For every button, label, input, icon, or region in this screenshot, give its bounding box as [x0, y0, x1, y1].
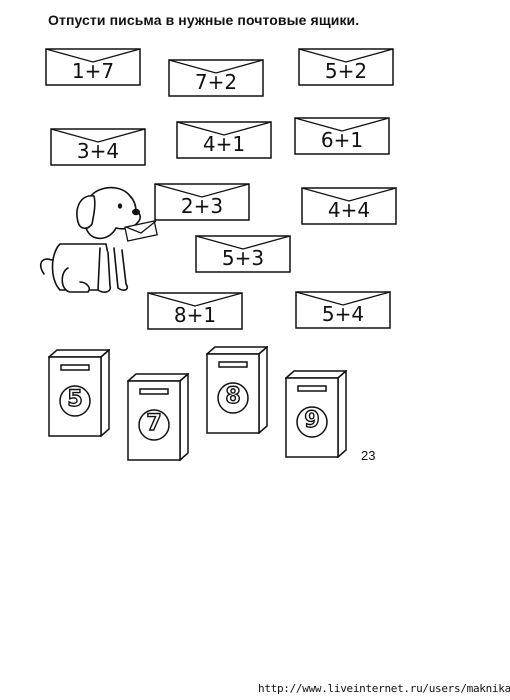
envelope-expression: 5+2 — [324, 59, 368, 83]
envelope-expression: 6+1 — [320, 128, 364, 152]
dog-icon — [39, 186, 158, 293]
envelope-expression: 1+7 — [71, 59, 115, 83]
envelope-expression: 7+2 — [194, 70, 238, 94]
envelope-6[interactable]: 6+1 — [294, 117, 390, 155]
envelope-5[interactable]: 4+1 — [176, 121, 272, 159]
envelope-icon — [50, 128, 146, 166]
envelope-10[interactable]: 8+1 — [147, 292, 243, 330]
mailbox-number: 7 — [146, 410, 163, 436]
envelope-icon — [195, 235, 291, 273]
mailbox-7[interactable]: 7 — [127, 373, 189, 461]
mailbox-icon — [285, 370, 347, 458]
envelope-2[interactable]: 7+2 — [168, 59, 264, 97]
mailbox-8[interactable]: 8 — [206, 346, 268, 434]
mailbox-number: 8 — [225, 383, 242, 409]
envelope-expression: 2+3 — [180, 194, 224, 218]
envelope-icon — [294, 117, 390, 155]
mailbox-icon — [48, 349, 110, 437]
dog-illustration — [30, 182, 160, 307]
envelope-icon — [301, 187, 397, 225]
envelope-3[interactable]: 5+2 — [298, 48, 394, 86]
mailbox-number: 9 — [304, 407, 321, 433]
mailbox-icon — [206, 346, 268, 434]
mailbox-icon — [127, 373, 189, 461]
envelope-icon — [147, 292, 243, 330]
instruction-title: Отпусти письма в нужные почтовые ящики. — [48, 12, 360, 28]
footer-url[interactable]: http://www.liveinternet.ru/users/maknika… — [258, 682, 510, 695]
envelope-1[interactable]: 1+7 — [45, 48, 141, 86]
mailbox-5[interactable]: 5 — [48, 349, 110, 437]
envelope-icon — [45, 48, 141, 86]
envelope-expression: 8+1 — [173, 303, 217, 327]
envelope-expression: 5+3 — [221, 246, 265, 270]
page-number: 23 — [361, 448, 376, 463]
envelope-8[interactable]: 4+4 — [301, 187, 397, 225]
envelope-7[interactable]: 2+3 — [154, 183, 250, 221]
envelope-11[interactable]: 5+4 — [295, 291, 391, 329]
mailbox-number: 5 — [67, 386, 84, 412]
envelope-icon — [154, 183, 250, 221]
envelope-9[interactable]: 5+3 — [195, 235, 291, 273]
envelope-expression: 5+4 — [321, 302, 365, 326]
mailbox-9[interactable]: 9 — [285, 370, 347, 458]
envelope-icon — [298, 48, 394, 86]
envelope-icon — [176, 121, 272, 159]
envelope-expression: 4+4 — [327, 198, 371, 222]
envelope-expression: 3+4 — [76, 139, 120, 163]
envelope-icon — [168, 59, 264, 97]
envelope-icon — [295, 291, 391, 329]
envelope-expression: 4+1 — [202, 132, 246, 156]
envelope-4[interactable]: 3+4 — [50, 128, 146, 166]
